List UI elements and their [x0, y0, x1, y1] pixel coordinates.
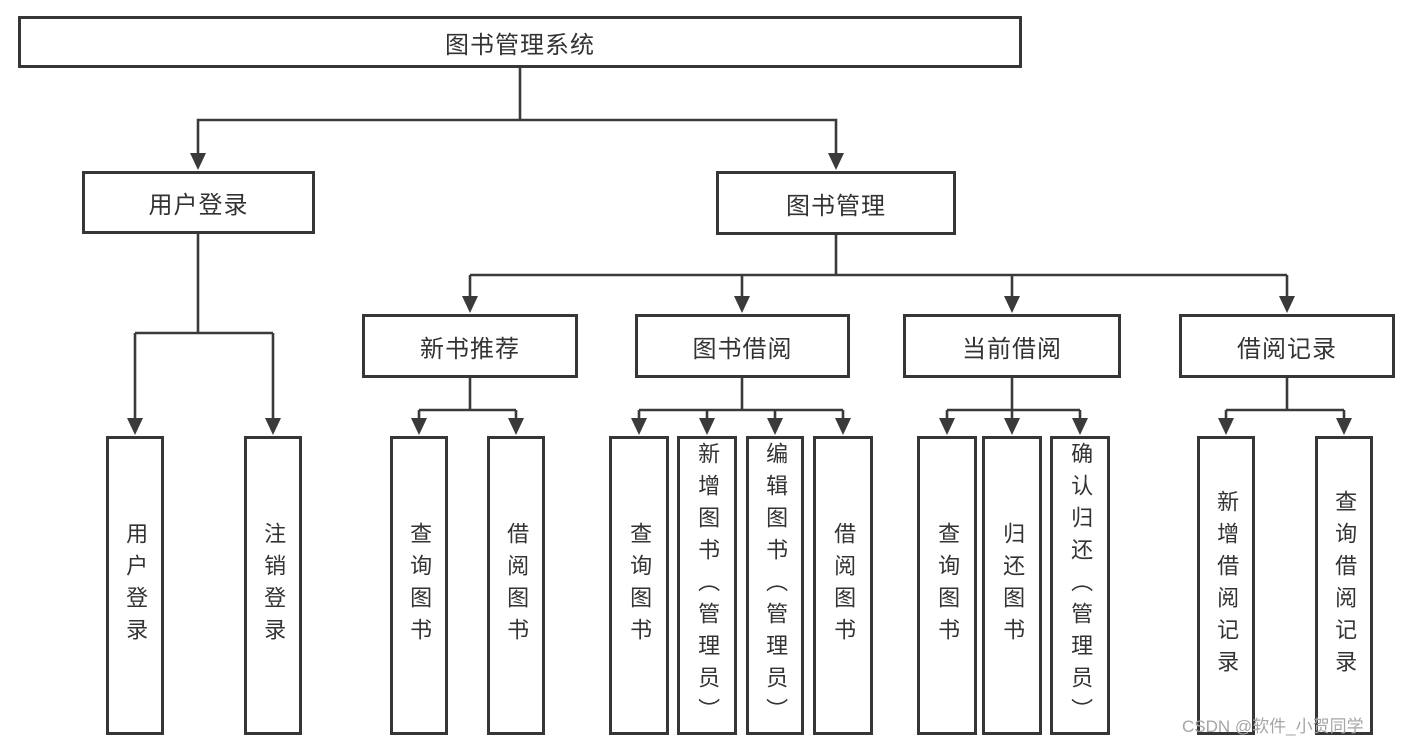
node-borrowing-records-label: 借阅记录	[1237, 335, 1337, 363]
node-book-borrowing-label: 图书借阅	[692, 335, 793, 363]
leaf-add-book-admin: 新增图书（管理员）	[677, 436, 737, 735]
node-book-management-label: 图书管理	[786, 192, 886, 220]
node-root-label: 图书管理系统	[445, 31, 595, 59]
node-book-borrowing: 图书借阅	[635, 314, 850, 378]
leaf-user-login-label: 用户登录	[123, 521, 149, 650]
wire-user-login-split	[127, 234, 281, 435]
leaf-borrow-books-newbook: 借阅图书	[487, 436, 545, 735]
node-new-book-recommend: 新书推荐	[362, 314, 578, 378]
csdn-watermark: CSDN @软件_小贺同学	[1182, 717, 1364, 736]
wire-current-borrow-split	[939, 378, 1088, 435]
wire-book-borrowing-split	[631, 378, 851, 435]
wire-borrow-records-split	[1218, 378, 1352, 435]
leaf-edit-book-admin-label: 编辑图书（管理员）	[763, 441, 789, 730]
leaf-query-books-borrow: 查询图书	[609, 436, 669, 735]
node-user-login-label: 用户登录	[148, 192, 249, 219]
wire-root-split	[190, 68, 844, 170]
leaf-query-borrow-record: 查询借阅记录	[1315, 436, 1373, 735]
leaf-query-books-newbook: 查询图书	[390, 436, 448, 735]
leaf-add-borrow-record-label: 新增借阅记录	[1214, 489, 1240, 682]
node-current-borrowing-label: 当前借阅	[962, 335, 1062, 363]
leaf-user-login: 用户登录	[106, 436, 164, 735]
node-user-login: 用户登录	[82, 171, 315, 234]
node-borrowing-records: 借阅记录	[1179, 314, 1395, 378]
wire-book-management-split	[462, 235, 1295, 313]
leaf-query-borrow-record-label: 查询借阅记录	[1332, 489, 1358, 682]
node-root: 图书管理系统	[18, 16, 1022, 68]
leaf-query-books-current: 查询图书	[917, 436, 977, 735]
node-current-borrowing: 当前借阅	[903, 314, 1121, 378]
leaf-edit-book-admin: 编辑图书（管理员）	[746, 436, 804, 735]
leaf-logout-label: 注销登录	[261, 521, 287, 650]
leaf-confirm-return-admin-label: 确认归还（管理员）	[1068, 441, 1094, 730]
leaf-confirm-return-admin: 确认归还（管理员）	[1050, 436, 1110, 735]
leaf-query-books-borrow-label: 查询图书	[627, 521, 653, 650]
leaf-add-book-admin-label: 新增图书（管理员）	[695, 441, 721, 730]
leaf-return-books: 归还图书	[982, 436, 1042, 735]
node-new-book-recommend-label: 新书推荐	[420, 335, 520, 363]
leaf-return-books-label: 归还图书	[1000, 521, 1026, 650]
leaf-logout: 注销登录	[244, 436, 302, 735]
wire-new-book-split	[411, 378, 524, 435]
node-book-management: 图书管理	[716, 171, 956, 235]
leaf-query-books-newbook-label: 查询图书	[407, 521, 433, 650]
leaf-borrow-books-borrow: 借阅图书	[813, 436, 873, 735]
leaf-query-books-current-label: 查询图书	[935, 521, 961, 650]
leaf-add-borrow-record: 新增借阅记录	[1197, 436, 1255, 735]
leaf-borrow-books-newbook-label: 借阅图书	[504, 521, 530, 650]
leaf-borrow-books-borrow-label: 借阅图书	[831, 521, 857, 650]
